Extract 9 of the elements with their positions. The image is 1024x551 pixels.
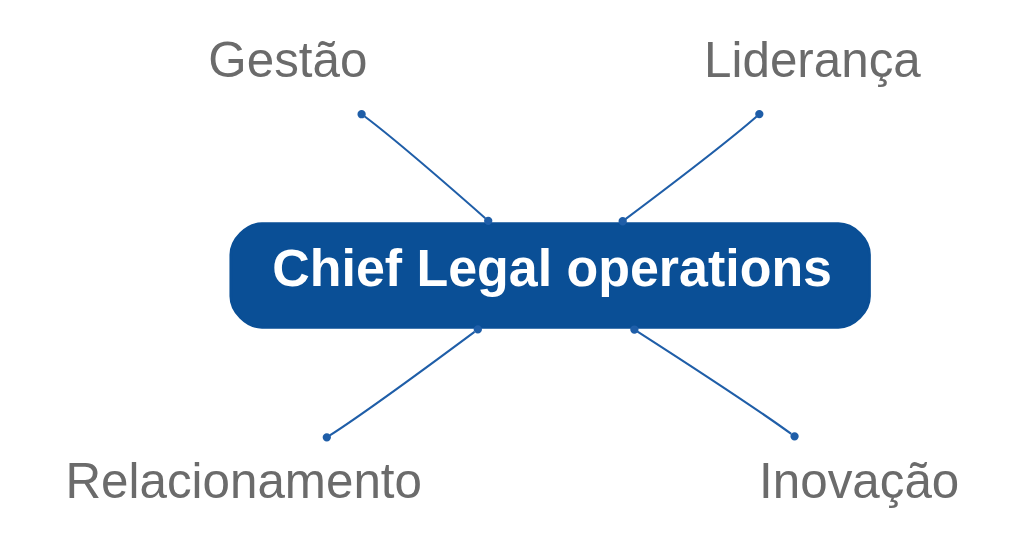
connector bbox=[629, 325, 799, 441]
connector bbox=[356, 110, 492, 225]
node-text: Inovação bbox=[758, 453, 959, 509]
node-text: Relacionamento bbox=[65, 453, 422, 509]
node-text: Liderança bbox=[703, 32, 921, 88]
node-box: Chief Legal operations bbox=[228, 222, 871, 329]
connector bbox=[618, 109, 763, 226]
node-text: Gestão bbox=[207, 32, 367, 88]
connector bbox=[322, 325, 482, 442]
